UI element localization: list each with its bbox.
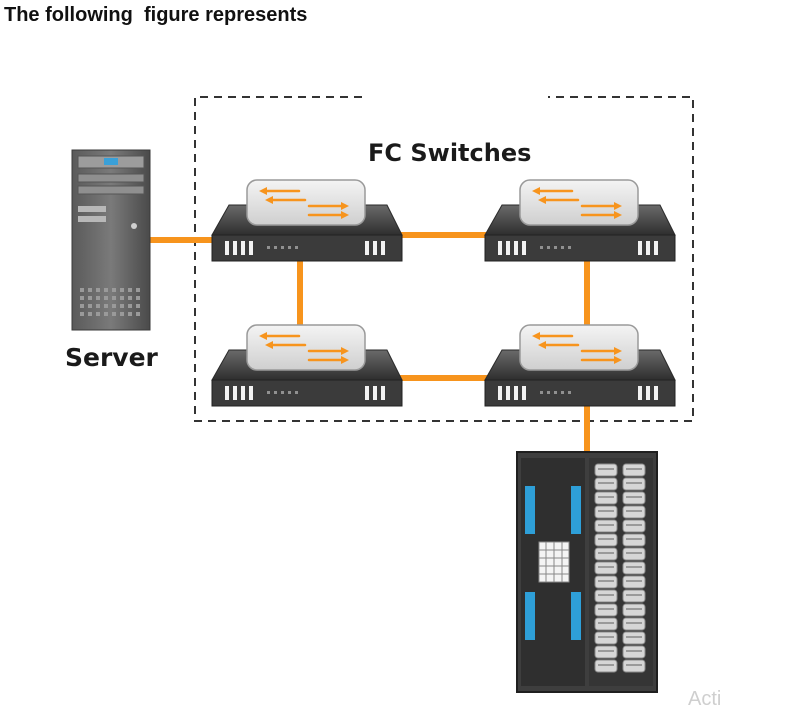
storage-array-icon bbox=[516, 451, 658, 693]
server-label: Server bbox=[65, 343, 159, 372]
fc-switch-icon bbox=[210, 323, 404, 408]
rack-server-icon bbox=[71, 149, 151, 331]
fabric-boundary bbox=[194, 96, 694, 422]
fc-switch-icon bbox=[210, 178, 404, 263]
fc-switch-icon bbox=[483, 178, 677, 263]
question-text: The following figure represents bbox=[4, 4, 308, 26]
fc-switch-icon bbox=[483, 323, 677, 408]
watermark-text: Acti bbox=[688, 688, 722, 710]
fc-switches-label: FC Switches bbox=[368, 139, 531, 167]
